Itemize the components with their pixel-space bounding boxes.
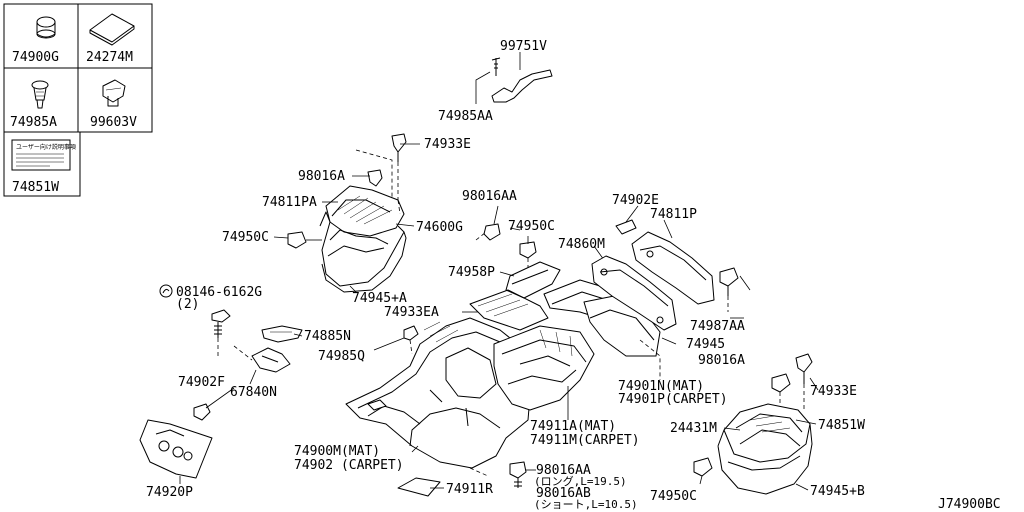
callout-74920P: 74920P xyxy=(146,485,193,500)
pad-icon xyxy=(89,13,135,46)
callout-74958P: 74958P xyxy=(448,265,495,280)
legend-24274M: 24274M xyxy=(86,50,133,65)
callout-99751V: 99751V xyxy=(500,39,547,54)
callout-74902E: 74902E xyxy=(612,193,659,208)
callout-08146-6162G: 08146-6162G xyxy=(176,285,262,300)
front-floor-carpet xyxy=(345,317,595,477)
legend-99603V: 99603V xyxy=(90,115,137,130)
legend-74851W: 74851W xyxy=(12,180,59,195)
callout-98016A-top: 98016A xyxy=(298,169,345,184)
callout-74885N: 74885N xyxy=(304,329,351,344)
insulator-74600G xyxy=(287,133,407,293)
callout-74950C-bot: 74950C xyxy=(650,489,697,504)
callout-08146-qty: (2) xyxy=(176,297,199,312)
left-fasteners xyxy=(159,284,419,373)
callout-74901P: 74901P(CARPET) xyxy=(618,392,728,407)
callout-98016AA-long: (ロング,L=19.5) xyxy=(534,474,627,488)
callout-67840N: 67840N xyxy=(230,385,277,400)
callout-74911M: 74911M(CARPET) xyxy=(530,433,640,448)
legend-grid: 74900G 24274M 74985A 99603V ユーザー向け説明事項 xyxy=(3,3,153,197)
callout-74987AA: 74987AA xyxy=(690,319,745,334)
callout-74911A: 74911A(MAT) xyxy=(530,419,616,434)
callout-98016A-right: 98016A xyxy=(698,353,745,368)
callout-74900M: 74900M(MAT) xyxy=(294,444,380,459)
callout-74933E-right: 74933E xyxy=(810,384,857,399)
svg-text:ユーザー向け説明事項: ユーザー向け説明事項 xyxy=(16,143,76,151)
callout-24431M: 24431M xyxy=(670,421,717,436)
callout-74811PA: 74811PA xyxy=(262,195,317,210)
bracket-74811P xyxy=(591,205,751,331)
callout-98016AB: 98016AB xyxy=(536,486,591,501)
callout-74950C-left: 74950C xyxy=(222,230,269,245)
callout-74902F: 74902F xyxy=(178,375,225,390)
callout-74985Q: 74985Q xyxy=(318,349,365,364)
callout-74985AA: 74985AA xyxy=(438,109,493,124)
push-clip-icon xyxy=(31,80,49,109)
mat-74911R xyxy=(397,477,441,497)
panel-74920P xyxy=(139,387,235,479)
callout-98016AA-bot: 98016AA xyxy=(536,463,591,478)
legend-74900G: 74900G xyxy=(12,50,59,65)
callout-74901N: 74901N(MAT) xyxy=(618,379,704,394)
callout-74933E-top: 74933E xyxy=(424,137,471,152)
legend-74985A: 74985A xyxy=(10,115,57,130)
clip-assembly-99751V xyxy=(475,52,553,104)
callout-74945: 74945 xyxy=(686,337,725,352)
grommet-icon xyxy=(36,16,56,39)
callout-74945A: 74945+A xyxy=(352,291,407,306)
callout-74950C-mid: 74950C xyxy=(508,219,555,234)
callout-74860M: 74860M xyxy=(558,237,605,252)
clip-icon xyxy=(102,79,126,107)
insulator-74945B xyxy=(693,353,813,495)
callout-98016AA-mid: 98016AA xyxy=(462,189,517,204)
callout-74933EA: 74933EA xyxy=(384,305,439,320)
fastener-98016AA-bottom xyxy=(509,461,527,488)
callout-74902: 74902 (CARPET) xyxy=(294,458,404,473)
diagram-code: J74900BC xyxy=(938,497,1001,512)
label-sheet-icon: ユーザー向け説明事項 xyxy=(11,139,76,171)
callout-74851W: 74851W xyxy=(818,418,865,433)
callout-74945B: 74945+B xyxy=(810,484,865,499)
callout-98016AB-short: (ショート,L=10.5) xyxy=(534,498,638,511)
callout-74911R: 74911R xyxy=(446,482,493,497)
callout-74600G: 74600G xyxy=(416,220,463,235)
callout-74811P: 74811P xyxy=(650,207,697,222)
